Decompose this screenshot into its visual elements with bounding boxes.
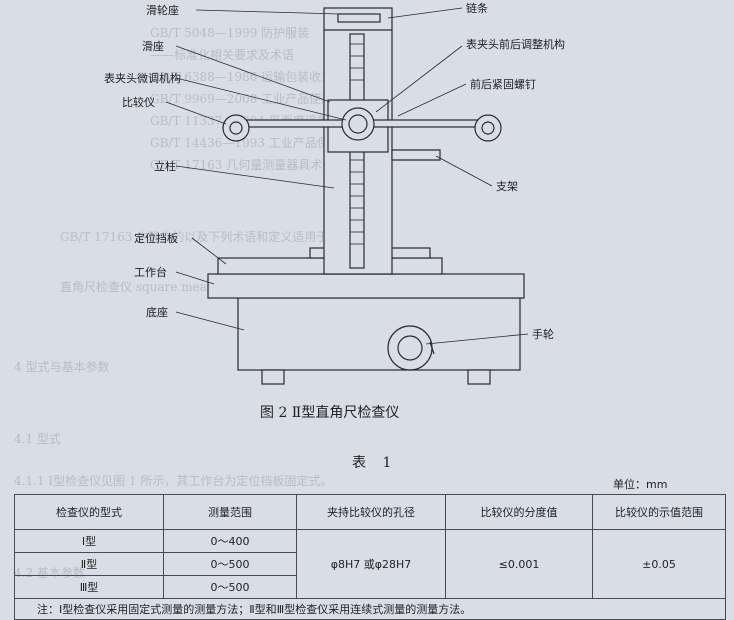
cell-aperture: φ8H7 或φ28H7 bbox=[296, 529, 446, 599]
support-bracket bbox=[391, 149, 441, 161]
pulley-top bbox=[337, 13, 381, 23]
label-handwheel: 手轮 bbox=[532, 327, 554, 341]
base-foot-right bbox=[467, 369, 491, 385]
cell-range: 0～400 bbox=[163, 529, 297, 553]
header-indication: 比较仪的示值范围 bbox=[592, 494, 726, 530]
table-note-row: 注：Ⅰ型检查仪采用固定式测量的测量方法；Ⅱ型和Ⅲ型检查仪采用连续式测量的测量方法… bbox=[14, 598, 726, 620]
label-column: 立柱 bbox=[154, 159, 176, 173]
header-type: 检查仪的型式 bbox=[14, 494, 164, 530]
cell-type: Ⅲ型 bbox=[14, 575, 164, 599]
instrument-diagram: 滑轮座 链条 滑座 表夹头前后调整机构 表夹头微调机构 前后紧固螺钉 比较仪 立… bbox=[104, 1, 565, 385]
label-base: 底座 bbox=[146, 305, 168, 319]
table-row: Ⅰ型 0～400 φ8H7 或φ28H7 ≤0.001 ±0.05 bbox=[14, 529, 726, 599]
label-pulley-seat: 滑轮座 bbox=[146, 3, 179, 17]
label-chain: 链条 bbox=[466, 1, 488, 15]
label-bracket: 支架 bbox=[496, 180, 518, 193]
header-aperture: 夹持比较仪的孔径 bbox=[296, 494, 446, 530]
label-slide: 滑座 bbox=[142, 39, 164, 53]
base-body bbox=[237, 297, 521, 371]
label-fine-adjust: 表夹头微调机构 bbox=[104, 71, 181, 85]
table-header-row: 检查仪的型式 测量范围 夹持比较仪的孔径 比较仪的分度值 比较仪的示值范围 bbox=[14, 494, 726, 530]
spec-table: 检查仪的型式 测量范围 夹持比较仪的孔径 比较仪的分度值 比较仪的示值范围 Ⅰ型… bbox=[14, 494, 726, 620]
cell-indication: ±0.05 bbox=[592, 529, 726, 599]
label-fix-screw: 前后紧固螺钉 bbox=[470, 77, 536, 91]
worktable-top bbox=[207, 273, 525, 299]
table-title: 表 1 bbox=[352, 455, 398, 471]
cell-range: 0～500 bbox=[163, 552, 297, 576]
base-foot-left bbox=[261, 369, 285, 385]
label-comparator: 比较仪 bbox=[122, 95, 155, 109]
background-text-line: 4 型式与基本参数 bbox=[14, 360, 110, 374]
cell-range: 0～500 bbox=[163, 575, 297, 599]
figure-caption: 图 2 Ⅱ型直角尺检查仪 bbox=[260, 405, 400, 421]
background-text-line: 4.1 型式 bbox=[14, 432, 61, 446]
label-stop-plate: 定位挡板 bbox=[134, 231, 178, 245]
background-text-line: GB/T 17163 中确立的以及下列术语和定义适用于本标准。 bbox=[60, 230, 377, 244]
table-unit: 单位：mm bbox=[613, 478, 668, 491]
cell-type: Ⅰ型 bbox=[14, 529, 164, 553]
label-worktable: 工作台 bbox=[134, 265, 167, 279]
header-range: 测量范围 bbox=[163, 494, 297, 530]
label-head-adjust: 表夹头前后调整机构 bbox=[466, 37, 565, 51]
table-row: Ⅱ型 0～500 bbox=[14, 552, 726, 576]
header-division: 比较仪的分度值 bbox=[445, 494, 593, 530]
table-note: 注：Ⅰ型检查仪采用固定式测量的测量方法；Ⅱ型和Ⅲ型检查仪采用连续式测量的测量方法… bbox=[14, 598, 726, 620]
cell-division: ≤0.001 bbox=[445, 529, 593, 599]
background-text-line: GB/T 14436—1993 工业产品保证文件 bbox=[150, 136, 365, 150]
background-text-line: 4.1.1 Ⅰ型检查仪见图 1 所示，其工作台为定位挡板固定式。 bbox=[14, 474, 333, 488]
background-text-line: GB/T 5048—1999 防护服装 bbox=[150, 26, 310, 40]
background-text-line: GB/T 6388—1986 运输包装收发货标志 bbox=[150, 70, 370, 84]
cell-type: Ⅱ型 bbox=[14, 552, 164, 576]
background-text-line: ——标准化相关要求及术语 bbox=[150, 48, 295, 62]
